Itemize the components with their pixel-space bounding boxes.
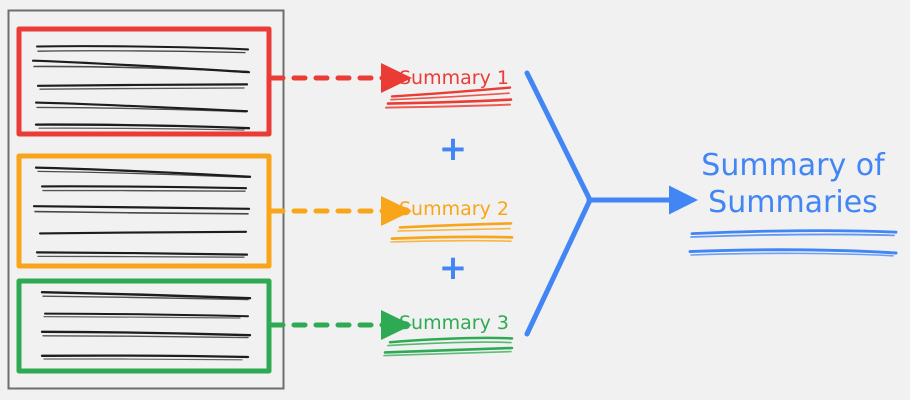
document-card-3: [16, 278, 272, 374]
result-title-line2: Summaries: [708, 185, 878, 220]
summary-2-label: Summary 2: [399, 198, 509, 220]
plus-sign-2-icon: +: [439, 248, 468, 288]
document-card-3-text-lines: [40, 291, 252, 361]
document-card-3-border: [16, 278, 272, 374]
merge-arrow: [524, 70, 698, 337]
summary-3-label: Summary 3: [399, 312, 509, 334]
document-card-2: [16, 153, 272, 269]
document-card-1: [16, 26, 272, 137]
document-card-2-text-lines: [32, 166, 252, 258]
summary-1-scribble: [385, 86, 513, 109]
summary-1-label: Summary 1: [399, 67, 509, 89]
result-scribble: [688, 229, 898, 257]
summary-3-scribble: [383, 336, 514, 357]
merge-arrow-bottom-branch: [524, 197, 593, 337]
document-card-2-border: [16, 153, 272, 269]
source-documents-panel: [7, 9, 285, 390]
document-card-1-text-lines: [31, 45, 251, 131]
plus-sign-1-icon: +: [439, 129, 468, 169]
summary-2-scribble: [390, 222, 514, 243]
merge-arrow-top-branch: [524, 70, 593, 203]
result-title-line1: Summary of: [701, 148, 886, 183]
document-card-1-border: [16, 26, 272, 137]
